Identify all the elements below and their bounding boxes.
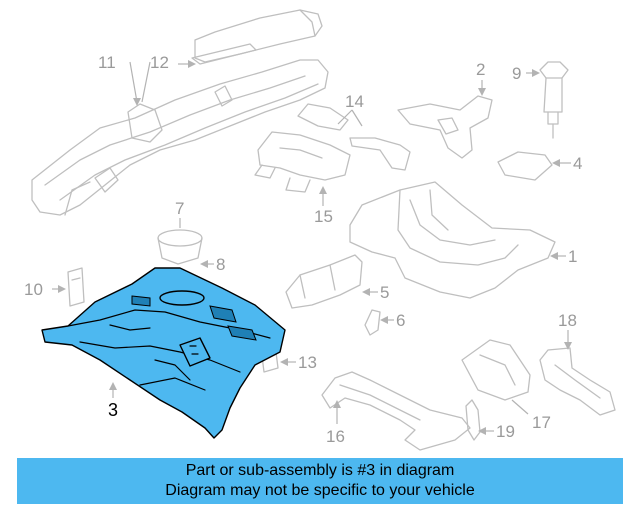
- callout-11: 11: [98, 53, 116, 72]
- callout-13: 13: [298, 353, 317, 372]
- callout-1: 1: [568, 247, 577, 266]
- part-9-shock: [539, 61, 569, 139]
- callout-4: 4: [573, 154, 582, 173]
- banner-line-disclaimer: Diagram may not be specific to your vehi…: [165, 482, 475, 499]
- callout-18: 18: [558, 311, 577, 330]
- callout-8: 8: [216, 255, 225, 274]
- part-info-banner: Part or sub-assembly is #3 in diagram Di…: [17, 458, 623, 504]
- part-6-clip: [364, 309, 381, 336]
- callout-12: 12: [150, 53, 169, 72]
- part-8-plug: [157, 229, 203, 265]
- part-16-rail: [321, 371, 471, 451]
- part-19-hook: [465, 399, 481, 441]
- part-3-rear-floor-pan[interactable]: [41, 267, 286, 439]
- part-12-bracket: [191, 43, 257, 65]
- leader-lines: [52, 60, 572, 435]
- callout-16: 16: [326, 427, 345, 446]
- callout-3: 3: [108, 400, 118, 420]
- parts-diagram: 11 12 2 9 14 15 4 7 8 1 10 5 6 3 13 18 1…: [24, 9, 616, 451]
- part-14-brackets: [297, 103, 411, 171]
- callout-2: 2: [476, 60, 485, 79]
- part-11-frame-rail: [31, 9, 329, 216]
- callout-5: 5: [380, 283, 389, 302]
- part-1-spare-well: [349, 181, 556, 299]
- callout-10: 10: [24, 280, 43, 299]
- callout-labels: 11 12 2 9 14 15 4 7 8 1 10 5 6 3 13 18 1…: [24, 53, 582, 446]
- callout-6: 6: [396, 311, 405, 330]
- part-4-plate: [497, 151, 553, 181]
- callout-7: 7: [175, 199, 184, 218]
- banner-line-part: Part or sub-assembly is #3 in diagram: [185, 462, 455, 479]
- part-10-bracket: [67, 267, 85, 307]
- callout-15: 15: [314, 207, 333, 226]
- callout-19: 19: [496, 422, 515, 441]
- callout-14: 14: [345, 92, 364, 111]
- callout-9: 9: [512, 64, 521, 83]
- part-2-y-bracket: [397, 95, 493, 159]
- part-15-crossmember: [254, 131, 351, 193]
- callout-17: 17: [532, 413, 551, 432]
- part-17-bracket: [461, 339, 531, 401]
- part-5-crossmember: [285, 254, 363, 309]
- part-18-bracket: [539, 347, 616, 416]
